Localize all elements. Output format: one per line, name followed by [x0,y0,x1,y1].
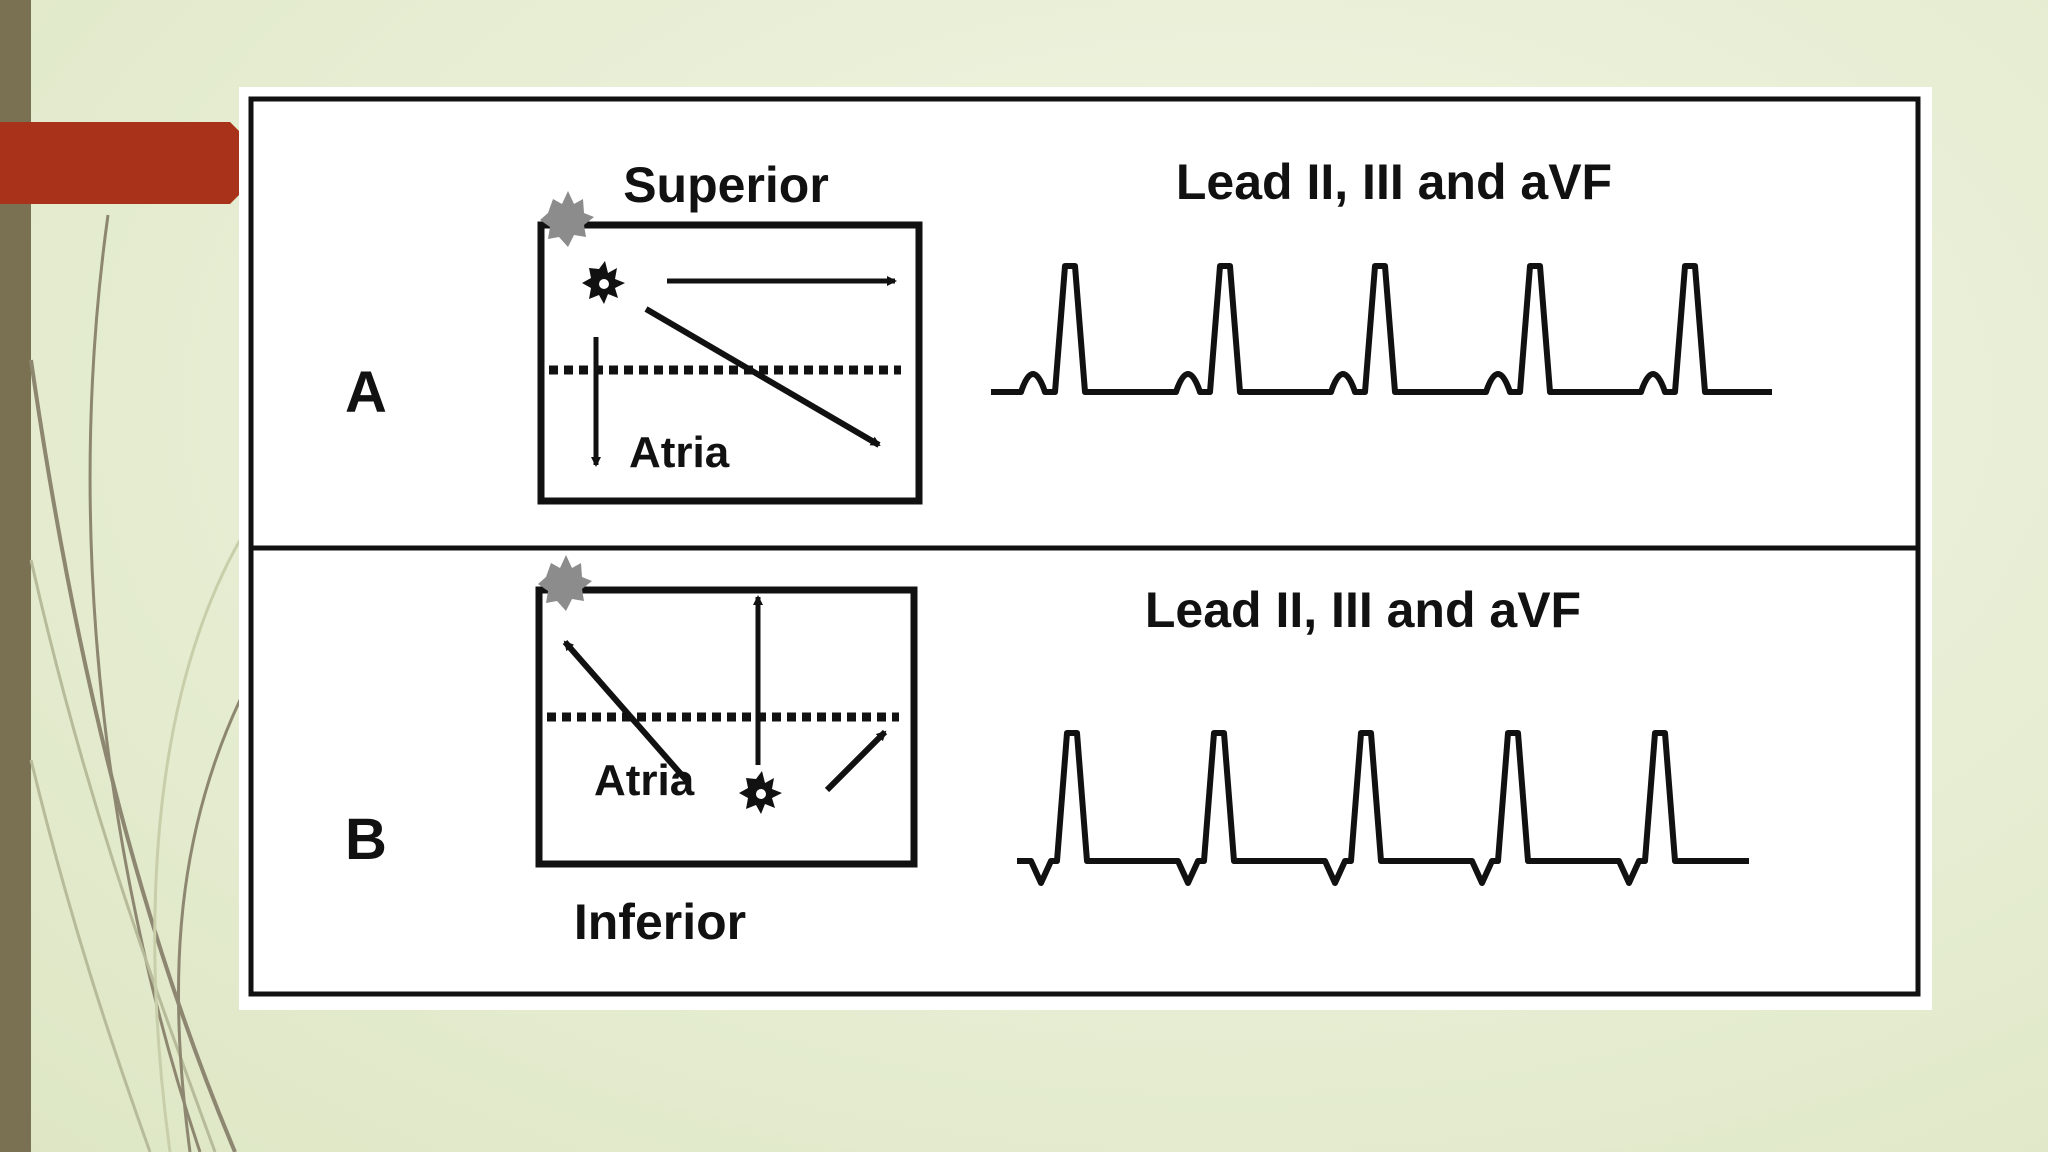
panel-b-arrow-short-up [827,732,885,790]
panel-b-lead-label: Lead II, III and aVF [1145,582,1581,638]
panel-a-sinus-node-icon [540,191,594,247]
panel-b-ectopic-focus-center [756,789,766,799]
panel-b-label: B [345,807,387,872]
panel-a-ecg-trace [991,266,1772,392]
panel-b: B Inferior Lead II, III and aVF Atria [345,555,1749,950]
panel-a-lead-label: Lead II, III and aVF [1176,154,1612,210]
panel-a-atria-label: Atria [629,428,730,477]
ecg-diagram-figure: A Superior Lead II, III and aVF Atria B … [239,87,1932,1010]
panel-a-heading: Superior [623,157,829,213]
panel-a-ectopic-focus-center [599,279,609,289]
panel-a-label: A [345,360,387,425]
panel-b-ecg-trace [1017,733,1749,883]
panel-a-arrow-diagonal-down [646,309,879,445]
panel-b-atria-label: Atria [594,756,695,805]
ecg-diagram: A Superior Lead II, III and aVF Atria B … [239,87,1932,1010]
panel-a: A Superior Lead II, III and aVF Atria [345,154,1772,501]
panel-b-sinus-node-icon [538,555,592,611]
panel-b-heading: Inferior [574,894,746,950]
title-accent-tab [0,122,240,204]
panel-b-atrium-box [539,590,914,864]
